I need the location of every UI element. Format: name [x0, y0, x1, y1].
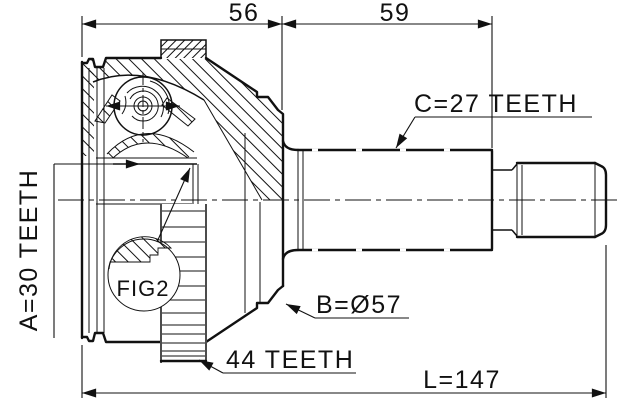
housing-outer-race	[80, 56, 300, 344]
shaft-root-fillet-top	[281, 139, 300, 152]
shaft-root-fillet-bottom	[281, 248, 300, 261]
inner-race-hatch	[107, 133, 194, 158]
shaft-neck-groove	[493, 163, 518, 237]
leader-fig2	[156, 167, 191, 243]
callout-housing-diameter: B=Ø57	[316, 291, 402, 319]
housing-bottom-profile	[80, 331, 163, 344]
callout-abs-ring: 44 TEETH	[226, 346, 354, 374]
housing-bottom-right-profile	[204, 284, 285, 344]
housing-top-right-profile	[204, 56, 285, 288]
dimensions: 56 59 L=147 C=27 TEETH B=Ø57 44 TEETH A=…	[15, 0, 607, 398]
leader-abs-ring	[198, 359, 224, 374]
abs-ring-section	[160, 39, 207, 58]
dimension-total-length: L=147	[423, 366, 501, 394]
leader-housing-diameter	[285, 303, 316, 319]
dimension-56: 56	[229, 0, 260, 27]
fig2-label: FIG2	[117, 276, 170, 301]
ball-bearing	[106, 73, 180, 142]
housing-top-profile	[80, 56, 163, 69]
callout-inner-spline: A=30 TEETH	[15, 169, 43, 332]
fig2-circle-outline	[107, 238, 181, 312]
mouth-cone-line	[203, 99, 263, 201]
leader-outer-spline	[395, 116, 416, 149]
fig2-detail-circle: FIG2	[107, 236, 181, 312]
dimension-59: 59	[380, 0, 411, 27]
callout-outer-spline: C=27 TEETH	[414, 90, 578, 118]
housing-top-wall-hatch	[88, 59, 283, 200]
